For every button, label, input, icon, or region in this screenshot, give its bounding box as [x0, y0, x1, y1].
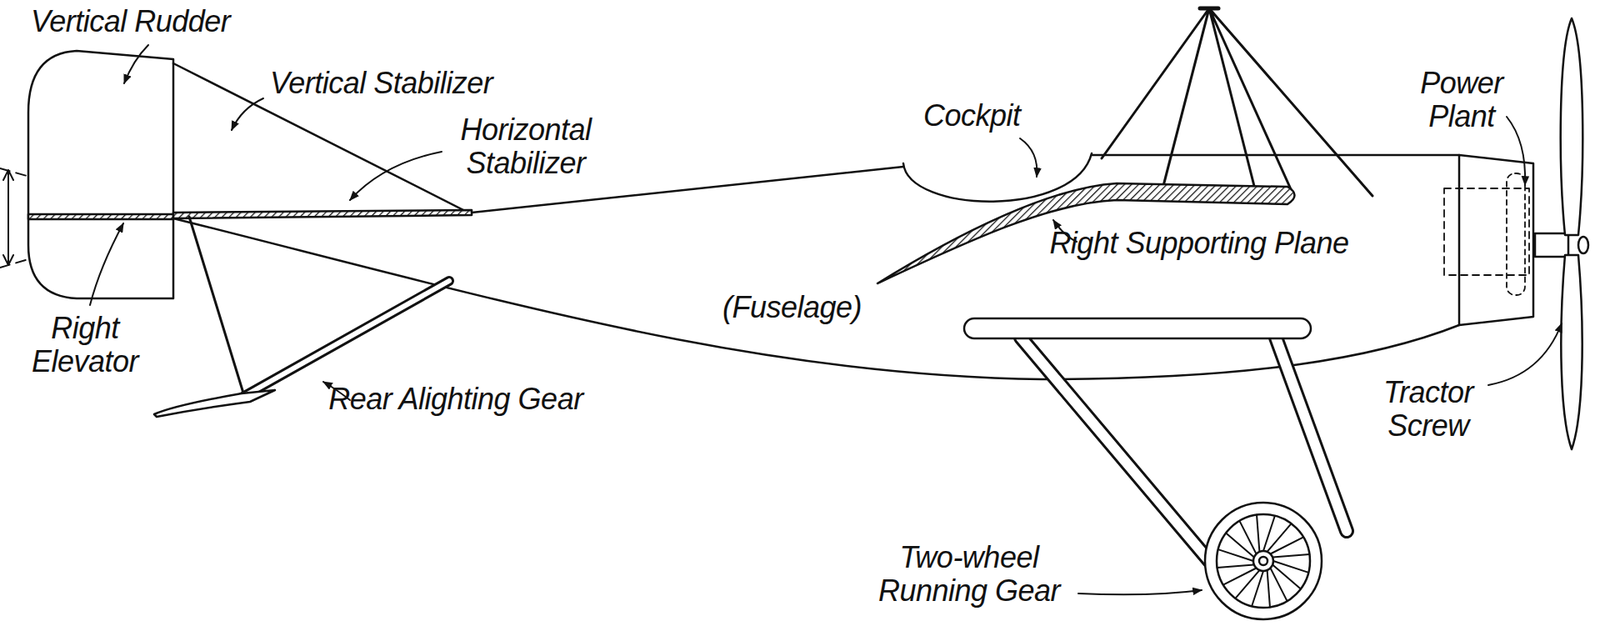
propeller-hub	[1535, 233, 1569, 257]
tail-brace-outer	[240, 280, 450, 399]
gear-skid-bar	[964, 318, 1311, 339]
part-label: Vertical Rudder	[30, 5, 230, 39]
wheel-spoke	[1217, 565, 1255, 568]
spinner	[1578, 236, 1589, 254]
wheel-spoke	[1235, 570, 1260, 599]
wheel-tire	[1205, 502, 1322, 620]
leader-lines	[90, 45, 1562, 595]
leader-line	[1078, 590, 1202, 595]
part-label: Right Supporting Plane	[1032, 226, 1366, 260]
part-label: Two-wheel Running Gear	[865, 540, 1074, 607]
part-label: Power Plant	[1403, 66, 1520, 133]
wheel-spokes	[1217, 515, 1310, 608]
engine-cylinders	[1506, 173, 1525, 295]
wheel-rim	[1216, 514, 1310, 608]
part-label: Right Elevator	[10, 311, 160, 378]
tail-skid	[154, 390, 275, 417]
part-label: Vertical Stabilizer	[270, 66, 493, 100]
wheel-spoke	[1267, 523, 1292, 552]
wing-pylon	[1101, 8, 1373, 196]
airplane-lines	[0, 8, 1589, 620]
leader-line	[1506, 116, 1525, 185]
wheel-spoke	[1267, 570, 1270, 607]
leader-line	[90, 223, 124, 305]
wheel-axle	[1259, 556, 1268, 565]
leader-line	[1020, 138, 1037, 177]
gear-strut-inner	[1020, 337, 1215, 567]
pylon-cap	[1200, 6, 1219, 11]
gear-strut-inner	[1275, 337, 1347, 531]
leader-line	[1488, 323, 1562, 385]
gear-strut-outer	[1020, 337, 1215, 567]
propeller-blade	[1560, 18, 1584, 235]
elevator	[28, 214, 174, 220]
wheel-spoke	[1239, 520, 1256, 555]
part-label: Rear Alighting Gear	[322, 382, 590, 416]
rudder-outline	[28, 50, 174, 299]
leader-line	[350, 151, 442, 200]
horizontal-stabilizer	[173, 210, 472, 219]
wheel-spoke	[1256, 515, 1260, 552]
engine-cowl	[1459, 155, 1534, 325]
fuselage-bottom	[173, 218, 1460, 380]
wheel-spoke	[1272, 565, 1301, 590]
leader-line	[124, 45, 149, 84]
gear-strut-outer	[1275, 337, 1347, 531]
wheel-spoke	[1272, 554, 1310, 557]
wheel-spoke	[1270, 567, 1287, 601]
elevator-throw-heads	[3, 170, 14, 265]
propeller-blade	[1560, 255, 1582, 450]
wheel-spoke	[1223, 567, 1257, 585]
part-label: Horizontal Stabilizer	[425, 113, 626, 180]
wheel-spoke	[1225, 532, 1255, 557]
elevator-throw	[7, 171, 10, 264]
part-label: (Fuselage)	[722, 290, 862, 325]
tail-strut	[189, 216, 245, 399]
leader-line	[231, 98, 264, 130]
part-label: Tractor Screw	[1361, 375, 1495, 442]
wheel-hub	[1253, 550, 1274, 571]
wheel-spoke	[1270, 536, 1304, 554]
tail-brace-inner	[240, 280, 450, 399]
part-label: Cockpit	[923, 99, 1021, 133]
engine-outline	[1444, 188, 1530, 275]
